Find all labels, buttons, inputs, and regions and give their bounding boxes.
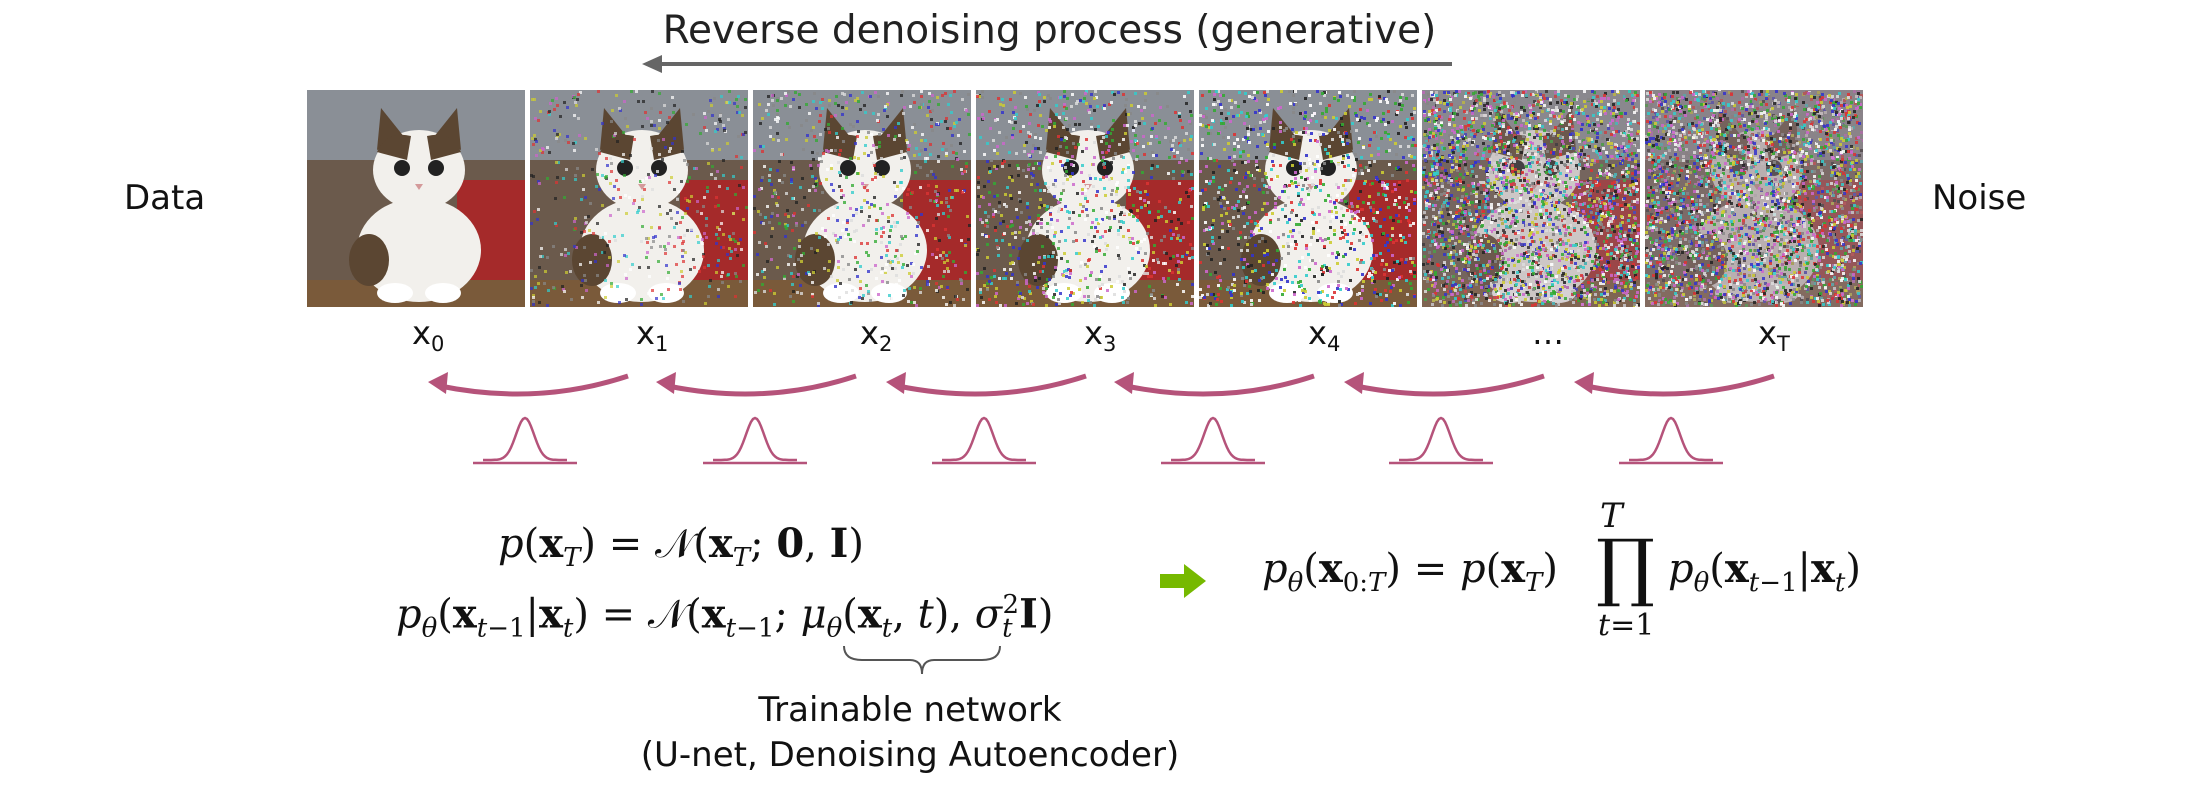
gaussian-curve-0 xyxy=(483,418,567,460)
transition-arrow-2 xyxy=(898,376,1086,394)
state-label-4: x4 xyxy=(1308,314,1340,356)
joint-equation: pθ(x0:T) = p(xT) xyxy=(1262,545,1558,598)
gaussian-curve-2 xyxy=(942,418,1026,460)
transition-arrowhead-2 xyxy=(886,372,906,394)
frame-image-5 xyxy=(1422,90,1640,307)
noise-label: Noise xyxy=(1932,178,2026,218)
mean-underbrace xyxy=(842,644,1002,684)
state-label-1: x1 xyxy=(636,314,668,356)
transition-arrow-5 xyxy=(1586,376,1774,394)
implies-arrow-icon xyxy=(1160,564,1208,598)
product-symbol: ∏ xyxy=(1596,530,1655,604)
transition-arrowhead-4 xyxy=(1344,372,1364,394)
network-caption-line1: Trainable network xyxy=(560,690,1260,730)
transition-arrowhead-5 xyxy=(1574,372,1594,394)
gaussian-curve-1 xyxy=(713,418,797,460)
frame-image-3 xyxy=(976,90,1194,307)
transition-arrowhead-1 xyxy=(656,372,676,394)
transition-arrow-4 xyxy=(1356,376,1544,394)
data-label: Data xyxy=(124,178,205,218)
frame-image-4 xyxy=(1199,90,1417,307)
transition-arrow-3 xyxy=(1126,376,1314,394)
prior-equation: p(xT) = 𝒩(xT; 0, I) xyxy=(498,520,864,573)
product-lower-limit: t=1 xyxy=(1598,608,1654,643)
state-label-5: … xyxy=(1532,314,1564,352)
transition-arrows xyxy=(0,360,2185,470)
joint-equation-factor: pθ(xt−1|xt) xyxy=(1668,545,1861,598)
frame-image-6 xyxy=(1645,90,1863,307)
gaussian-curve-4 xyxy=(1399,418,1483,460)
state-label-3: x3 xyxy=(1084,314,1116,356)
frame-image-1 xyxy=(530,90,748,307)
transition-arrow-1 xyxy=(668,376,856,394)
transition-equation: pθ(xt−1|xt) = 𝒩(xt−1; μθ(xt, t), σt2I) xyxy=(396,590,1053,643)
frame-image-0 xyxy=(307,90,525,307)
network-caption-line2: (U-net, Denoising Autoencoder) xyxy=(560,735,1260,775)
transition-arrow-0 xyxy=(440,376,628,394)
transition-arrowhead-0 xyxy=(428,372,448,394)
state-label-2: x2 xyxy=(860,314,892,356)
state-label-0: x0 xyxy=(412,314,444,356)
frame-image-2 xyxy=(753,90,971,307)
transition-arrowhead-3 xyxy=(1114,372,1134,394)
state-label-6: xT xyxy=(1758,314,1790,356)
gaussian-curve-5 xyxy=(1629,418,1713,460)
diagram-title: Reverse denoising process (generative) xyxy=(0,8,2185,53)
reverse-process-arrow xyxy=(640,52,1460,76)
gaussian-curve-3 xyxy=(1171,418,1255,460)
